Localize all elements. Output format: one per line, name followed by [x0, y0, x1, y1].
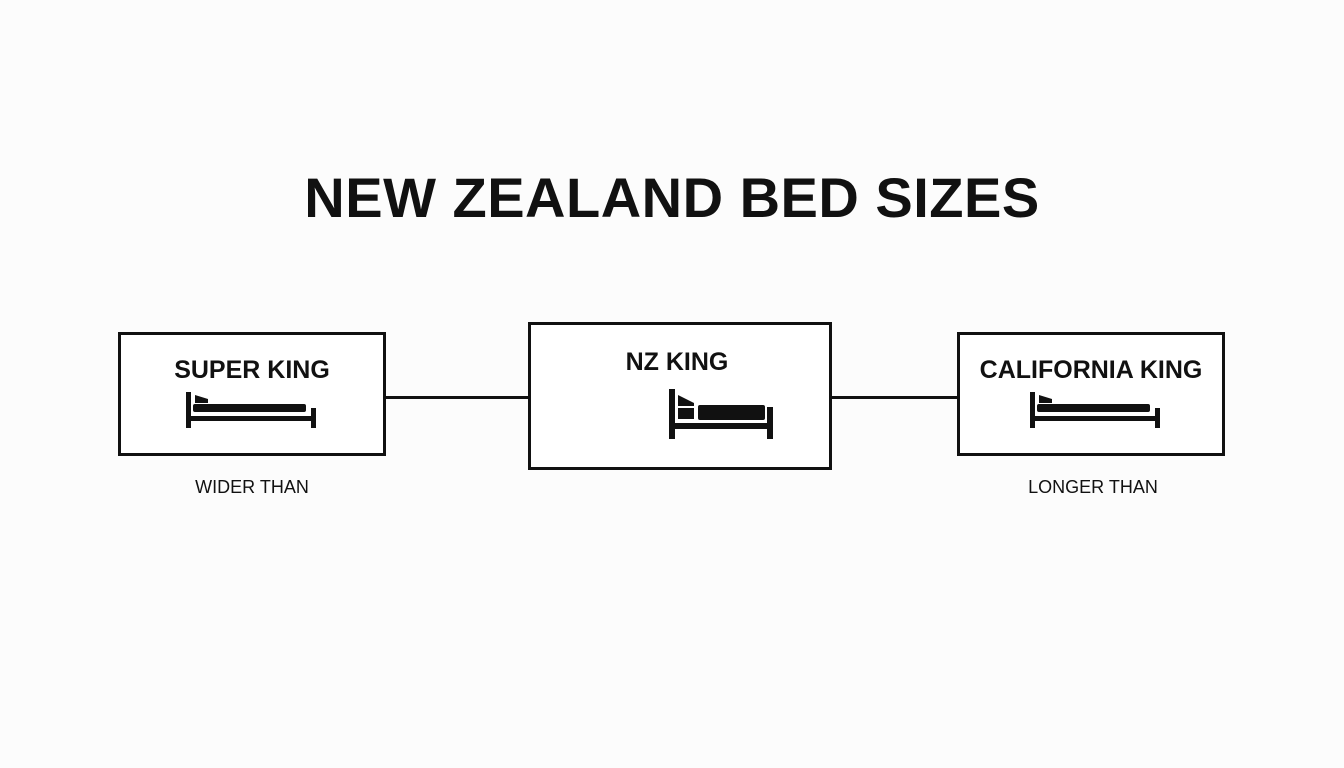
diagram-title: NEW ZEALAND BED SIZES	[304, 166, 1040, 229]
california-king-box: CALIFORNIA KING	[957, 332, 1225, 456]
connector-line-left	[385, 396, 529, 399]
super-king-box: SUPER KING	[118, 332, 386, 456]
nz-king-box: NZ KING	[528, 322, 832, 470]
california-king-caption: LONGER THAN	[1028, 477, 1158, 497]
california-king-label: CALIFORNIA KING	[979, 356, 1203, 384]
connector-line-right	[831, 396, 958, 399]
nz-king-label: NZ KING	[625, 348, 729, 376]
bed-icon	[669, 389, 773, 439]
super-king-label: SUPER KING	[174, 356, 330, 384]
super-king-caption: WIDER THAN	[195, 477, 309, 497]
bed-icon	[1030, 392, 1160, 428]
bed-icon	[186, 392, 316, 428]
